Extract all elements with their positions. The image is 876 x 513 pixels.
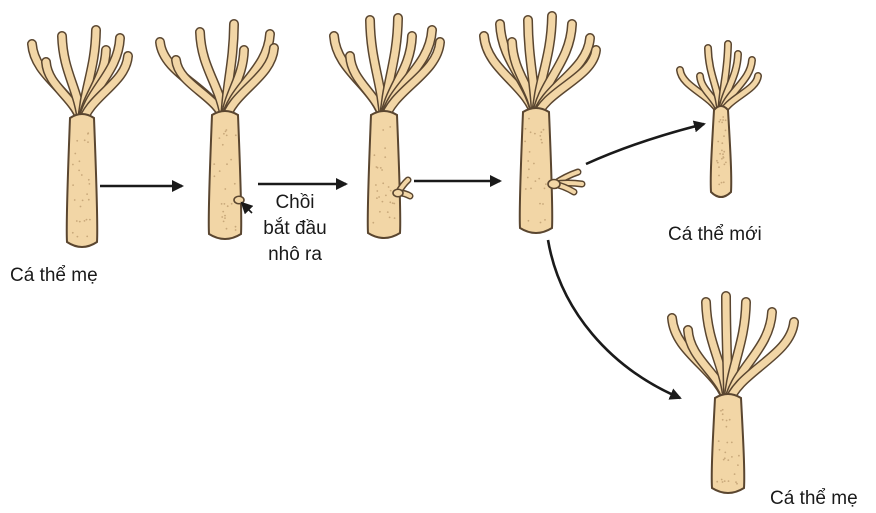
hydra-new-individual — [680, 44, 758, 197]
arrow-to-parent-after — [548, 240, 680, 398]
label-bud-line-2: bắt đầu — [235, 216, 355, 242]
arrow-to-new-individual — [586, 124, 704, 164]
bud-mature — [548, 172, 582, 192]
label-parent-bottom: Cá thể mẹ — [770, 486, 858, 512]
label-bud-line-1: Chồi — [235, 190, 355, 216]
label-bud-start: Chồi bắt đầu nhô ra — [235, 190, 355, 268]
hydra-parent-after — [672, 296, 794, 493]
hydra-parent-stage-4 — [484, 16, 596, 233]
label-bud-line-3: nhô ra — [235, 242, 355, 268]
label-parent-left: Cá thể mẹ — [10, 263, 98, 289]
hydra-parent-stage-1 — [32, 30, 128, 247]
label-new-individual: Cá thể mới — [668, 222, 762, 248]
